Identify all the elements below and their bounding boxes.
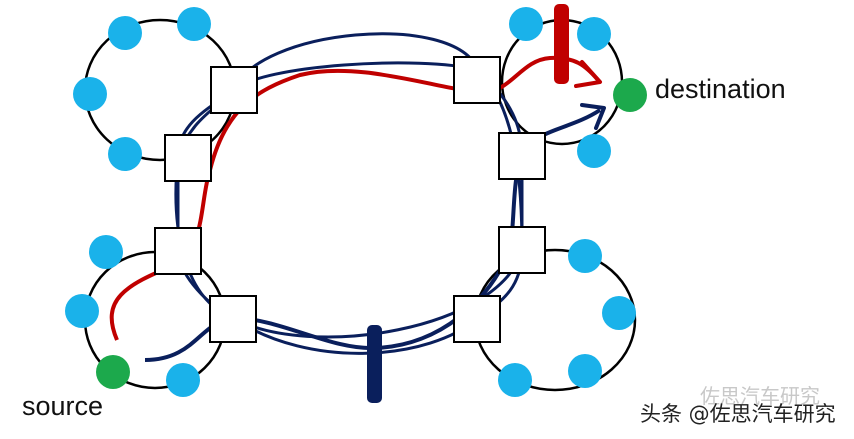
router-bottom-left-2 [209, 295, 257, 343]
router-bottom-left-1 [154, 227, 202, 275]
router-top-left-2 [164, 134, 212, 182]
router-top-left-1 [210, 66, 258, 114]
node [577, 134, 611, 168]
source-label: source [22, 391, 104, 421]
watermark-text: 头条 @佐思汽车研究 [640, 402, 836, 426]
router-top-right-2 [498, 132, 546, 180]
node [568, 239, 602, 273]
node [509, 7, 543, 41]
node [108, 16, 142, 50]
node [177, 7, 211, 41]
destination-label: destination [655, 74, 786, 104]
red-route-path [109, 55, 600, 341]
node [73, 77, 107, 111]
node [89, 235, 123, 269]
node [568, 354, 602, 388]
red-link-failure-bar [554, 4, 569, 84]
node [108, 137, 142, 171]
source-endpoint [96, 355, 130, 389]
router-top-right-1 [453, 56, 501, 104]
destination-endpoint [613, 78, 647, 112]
router-bottom-right-2 [453, 295, 501, 343]
node [65, 294, 99, 328]
blue-route-arrowhead [580, 103, 606, 130]
red-route-arrowhead [574, 60, 602, 88]
watermark-ghost: 佐思汽车研究 [700, 384, 820, 408]
node [577, 17, 611, 51]
node [166, 363, 200, 397]
node [602, 296, 636, 330]
blue-link-failure-bar [367, 325, 382, 403]
node [498, 363, 532, 397]
router-bottom-right-1 [498, 226, 546, 274]
